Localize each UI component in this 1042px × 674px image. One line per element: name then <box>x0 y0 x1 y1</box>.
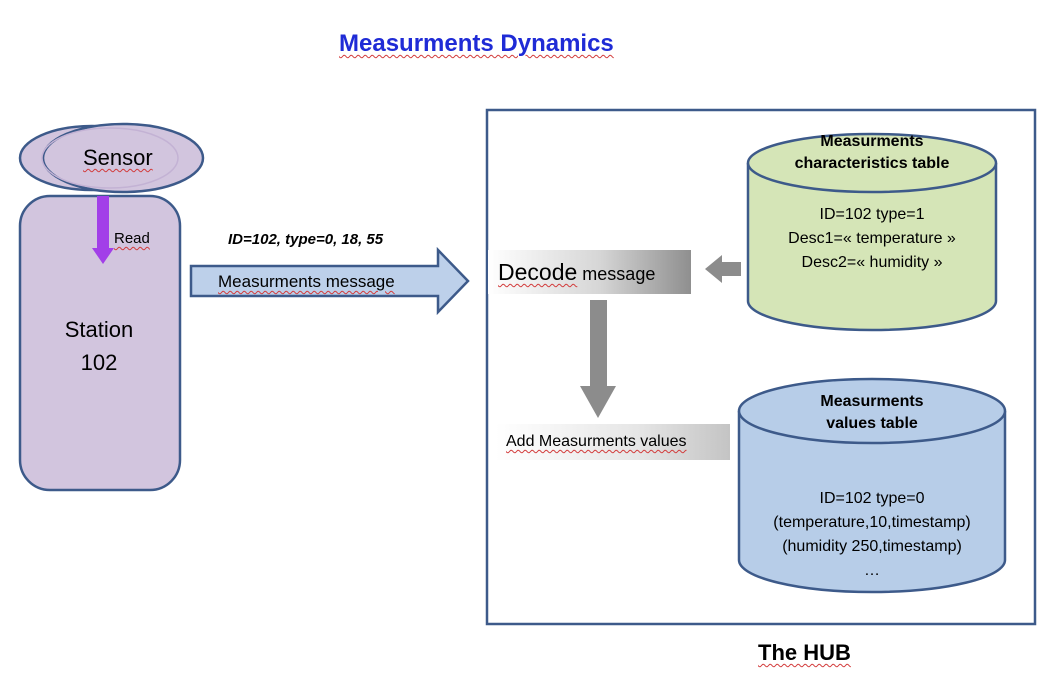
values-db-title-line2: values table <box>826 415 918 432</box>
values-db-top <box>737 377 1007 445</box>
characteristics-db-title: Measurments characteristics table <box>757 131 987 175</box>
station-label-line2: 102 <box>80 350 118 375</box>
characteristics-db-line2: Desc1=« temperature » <box>788 230 956 247</box>
characteristics-db-title-line2: characteristics table <box>794 155 950 172</box>
values-db-title: Measurments values table <box>757 391 987 435</box>
values-db-line2: (temperature,10,timestamp) <box>773 514 971 531</box>
values-db-line1: ID=102 type=0 <box>819 490 925 507</box>
characteristics-db-body <box>746 163 998 332</box>
sensor-label: Sensor <box>83 145 153 170</box>
decode-box <box>488 250 691 294</box>
values-db-line3: (humidity 250,timestamp) <box>782 538 962 555</box>
read-arrow <box>92 196 114 264</box>
message-arrow-label: Measurments message <box>218 272 395 291</box>
station-label-line1: Station <box>64 317 134 342</box>
characteristics-db-content: ID=102 type=1 Desc1=« temperature » Desc… <box>742 203 1002 275</box>
message-arrow <box>189 246 470 316</box>
message-params: ID=102, type=0, 18, 55 <box>228 231 384 248</box>
hub-label: The HUB <box>758 640 851 665</box>
sensor-inner-ring <box>41 127 179 189</box>
add-values-box <box>496 424 730 460</box>
characteristics-db-top <box>746 132 998 194</box>
characteristics-db-title-line1: Measurments <box>820 133 924 150</box>
values-db-content: ID=102 type=0 (temperature,10,timestamp)… <box>742 487 1002 583</box>
read-label: Read <box>114 230 150 247</box>
gray-arrow-left <box>705 255 741 283</box>
decode-label: Decode message <box>498 259 655 286</box>
decode-label-small: message <box>582 264 656 284</box>
gray-arrow-down <box>580 300 616 418</box>
characteristics-db-line1: ID=102 type=1 <box>819 206 925 223</box>
station-label: Station 102 <box>19 313 179 379</box>
values-db-body <box>737 411 1007 594</box>
sensor-front-ellipse <box>41 122 205 194</box>
values-db-title-line1: Measurments <box>820 393 924 410</box>
characteristics-db-line3: Desc2=« humidity » <box>801 254 943 271</box>
page-title: Measurments Dynamics <box>339 30 614 57</box>
values-db-line4: … <box>864 562 880 579</box>
decode-label-big: Decode <box>498 259 578 285</box>
add-values-label: Add Measurments values <box>506 433 687 450</box>
